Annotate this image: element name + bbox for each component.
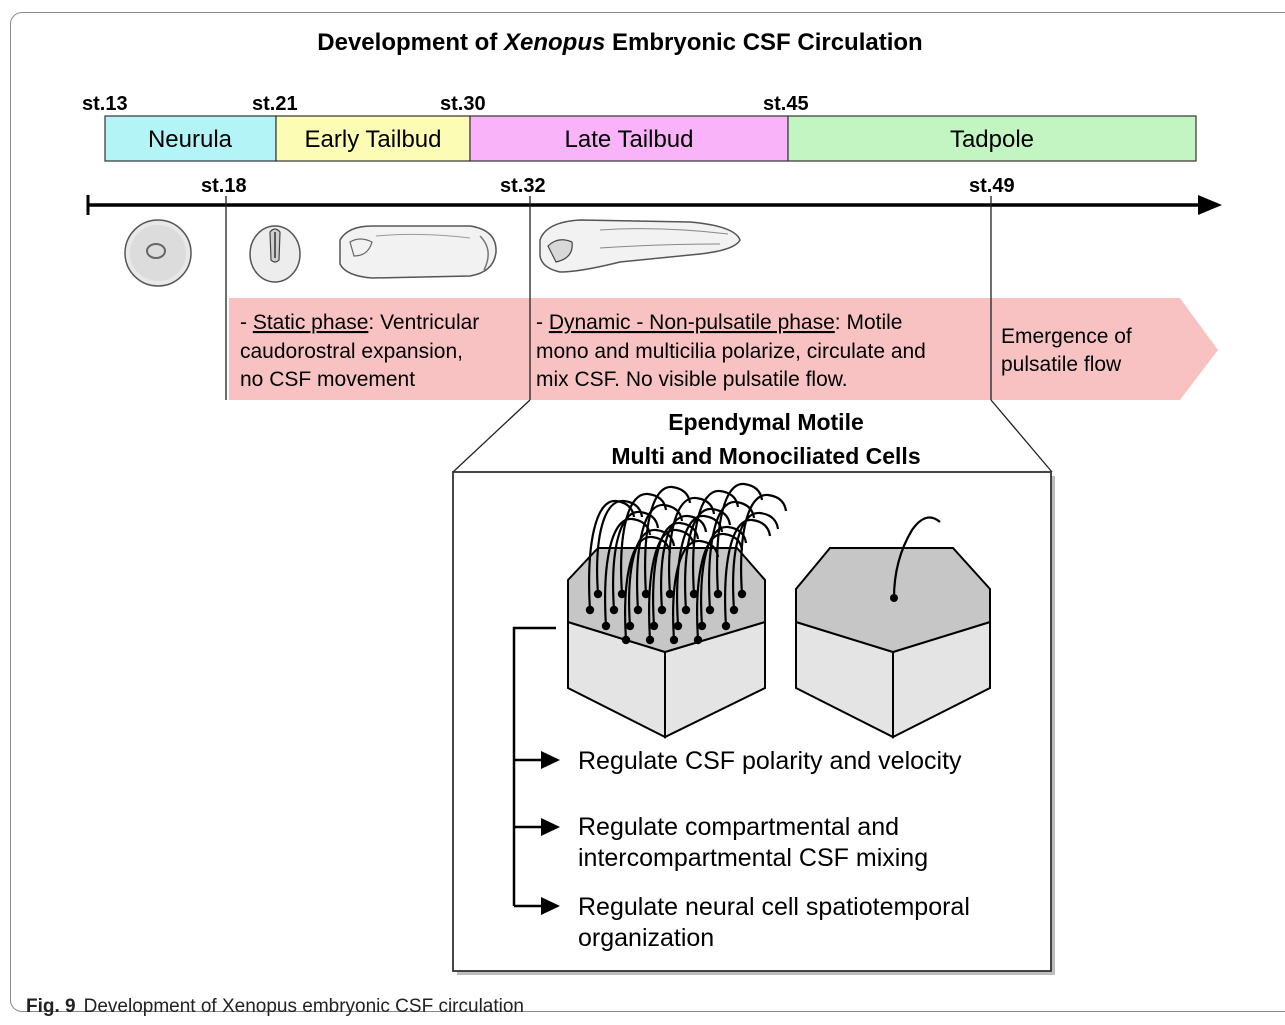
stage-label-st13: st.13 <box>82 93 128 115</box>
cilium <box>740 493 788 595</box>
cells-box-title-line1: Ependymal Motile <box>668 409 864 435</box>
function-bracket <box>512 626 560 915</box>
basal-body <box>641 589 651 599</box>
function-3-line2: organization <box>578 924 714 952</box>
figure-caption-text: Development of Xenopus embryonic CSF cir… <box>83 996 525 1017</box>
early-tailbud-bar <box>275 115 471 162</box>
embryo-neurula-illustration <box>124 219 192 287</box>
basal-body <box>713 589 723 599</box>
stage-label-st21: st.21 <box>252 93 298 115</box>
basal-body <box>609 605 619 615</box>
stage-label-st45: st.45 <box>763 93 809 115</box>
basal-body <box>625 621 635 631</box>
cilium <box>604 517 652 627</box>
basal-body <box>681 605 691 615</box>
late-tailbud-bar <box>469 115 789 162</box>
static-phase-line3: no CSF movement <box>240 368 415 391</box>
basal-body <box>621 635 631 645</box>
stage-label-st18: st.18 <box>201 175 247 197</box>
early-tailbud-label: Early Tailbud <box>305 126 442 153</box>
cilium <box>716 482 764 595</box>
tadpole-label: Tadpole <box>950 126 1034 153</box>
function-1-line1: Regulate CSF polarity and velocity <box>578 747 962 775</box>
cilium <box>660 514 708 611</box>
stage-label-st32: st.32 <box>500 175 546 197</box>
neurula-label: Neurula <box>148 126 233 153</box>
basal-body <box>585 605 595 615</box>
cilium <box>732 511 780 611</box>
pulsatile-line2: pulsatile flow <box>1001 353 1122 376</box>
function-3-line1: Regulate neural cell spatiotemporal <box>578 893 970 921</box>
stage-label-st30: st.30 <box>440 93 486 115</box>
timeline-axis <box>86 195 1222 215</box>
figure-title: Development of Xenopus Embryonic CSF Cir… <box>317 29 922 56</box>
cilium <box>588 499 636 611</box>
cilium <box>692 489 740 595</box>
dynamic-phase-line3: mix CSF. No visible pulsatile flow. <box>536 368 848 391</box>
cilium <box>700 525 748 627</box>
cilium <box>612 510 660 611</box>
basal-body <box>689 589 699 599</box>
basal-body <box>721 621 731 631</box>
static-phase-line2: caudorostral expansion, <box>240 340 463 363</box>
cilium <box>636 503 684 611</box>
embryo-early-tailbud-illustration <box>249 225 301 283</box>
cilium <box>644 485 692 595</box>
embryo-late-tailbud-illustration <box>539 219 741 273</box>
cilium <box>724 518 772 627</box>
function-2-line1: Regulate compartmental and <box>578 813 899 841</box>
cilium <box>624 535 672 641</box>
cilium <box>652 521 700 627</box>
basal-body <box>633 605 643 615</box>
cilium <box>620 492 668 595</box>
cilium <box>684 507 732 611</box>
multiciliated-cell-illustration <box>567 482 788 739</box>
cells-box-title-line2: Multi and Monociliated Cells <box>611 443 920 469</box>
tadpole-bar <box>787 115 1197 162</box>
basal-body <box>693 635 703 645</box>
basal-body <box>669 635 679 645</box>
basal-body <box>601 621 611 631</box>
basal-body <box>617 589 627 599</box>
basal-body <box>657 605 667 615</box>
static-phase-line1: - Static phase: Ventricular <box>240 311 479 334</box>
basal-body <box>705 605 715 615</box>
stage-label-st49: st.49 <box>969 175 1015 197</box>
zoom-line-left <box>452 399 531 473</box>
basal-body <box>697 621 707 631</box>
figure-caption: Fig. 9 Development of Xenopus embryonic C… <box>26 996 524 1018</box>
basal-body <box>665 589 675 599</box>
figure-frame <box>10 12 1285 1012</box>
basal-body <box>645 635 655 645</box>
basal-body <box>737 589 747 599</box>
dynamic-phase-line1: - Dynamic - Non-pulsatile phase: Motile <box>536 311 902 334</box>
basal-body <box>593 589 603 599</box>
basal-body <box>729 605 739 615</box>
dynamic-phase-line2: mono and multicilia polarize, circulate … <box>536 340 926 363</box>
basal-body <box>649 621 659 631</box>
cilium <box>672 539 720 641</box>
pulsatile-line1: Emergence of <box>1001 325 1132 348</box>
late-tailbud-label: Late Tailbud <box>565 126 694 153</box>
phase-band <box>229 298 1218 400</box>
embryo-tailbud-illustration <box>339 225 497 279</box>
monociliated-cell-illustration <box>795 516 991 739</box>
cilium <box>676 514 724 627</box>
function-2-line2: intercompartmental CSF mixing <box>578 844 928 872</box>
basal-body <box>673 621 683 631</box>
zoom-line-right <box>990 399 1053 473</box>
figure-caption-label: Fig. 9 <box>26 996 76 1017</box>
cilium <box>628 528 676 627</box>
cilium <box>708 500 756 611</box>
